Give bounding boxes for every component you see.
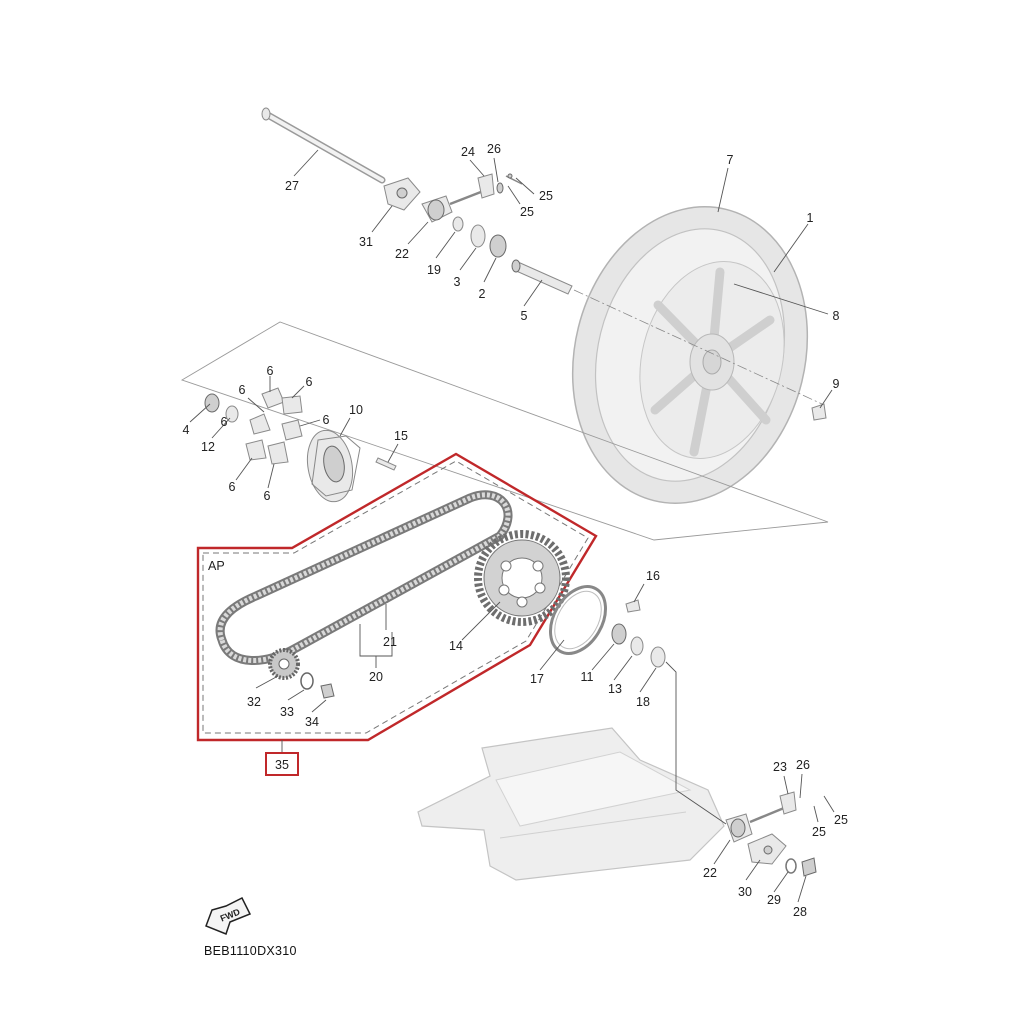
bolt-16[interactable] xyxy=(625,599,641,613)
bearing-11[interactable] xyxy=(611,623,627,645)
callout-15: 15 xyxy=(394,429,408,443)
callout-18: 18 xyxy=(636,695,650,709)
callout-29: 29 xyxy=(767,893,781,907)
callout-3: 3 xyxy=(454,275,461,289)
axle-adjuster-bottom[interactable] xyxy=(725,806,785,843)
valve-9[interactable] xyxy=(811,403,827,421)
callout-28: 28 xyxy=(793,905,807,919)
callout-25: 25 xyxy=(539,189,553,203)
callout-9: 9 xyxy=(833,377,840,391)
bearing-2[interactable] xyxy=(489,234,507,258)
callout-6: 6 xyxy=(221,415,228,429)
callout-6: 6 xyxy=(323,413,330,427)
leader-lines xyxy=(189,149,835,903)
nut-34[interactable] xyxy=(320,683,335,699)
washer-29[interactable] xyxy=(785,858,797,874)
diagram-code: BEB1110DX310 xyxy=(204,944,297,958)
stud-15[interactable] xyxy=(375,457,397,471)
callout-35: 35 xyxy=(275,758,289,772)
rear-sprocket[interactable] xyxy=(474,530,570,626)
callout-30: 30 xyxy=(738,885,752,899)
callout-24: 24 xyxy=(461,145,475,159)
callout-2: 2 xyxy=(479,287,486,301)
callout-27: 27 xyxy=(285,179,299,193)
oil-seal-13[interactable] xyxy=(630,636,644,656)
adjuster-block-top[interactable] xyxy=(477,173,523,199)
callout-26: 26 xyxy=(487,142,501,156)
callout-13: 13 xyxy=(608,682,622,696)
hub-assembly-outline xyxy=(180,321,829,541)
callout-6: 6 xyxy=(264,489,271,503)
collar-5[interactable] xyxy=(511,259,573,295)
callout-34: 34 xyxy=(305,715,319,729)
callout-6: 6 xyxy=(267,364,274,378)
spacer-12[interactable] xyxy=(225,405,239,423)
callout-22: 22 xyxy=(395,247,409,261)
callout-21: 21 xyxy=(383,635,397,649)
sprocket-cover-17[interactable] xyxy=(539,577,617,663)
callout-25: 25 xyxy=(834,813,848,827)
callout-12: 12 xyxy=(201,440,215,454)
callout-23: 23 xyxy=(773,760,787,774)
callout-7: 7 xyxy=(727,153,734,167)
axle-adjuster-top[interactable] xyxy=(421,188,487,223)
oil-seal-3[interactable] xyxy=(470,224,486,248)
callout-8: 8 xyxy=(833,309,840,323)
callout-33: 33 xyxy=(280,705,294,719)
callout-26: 26 xyxy=(796,758,810,772)
callout-1: 1 xyxy=(807,211,814,225)
chain-puller-30[interactable] xyxy=(747,833,787,865)
damper-rubbers[interactable] xyxy=(245,387,303,465)
callout-32: 32 xyxy=(247,695,261,709)
callout-16: 16 xyxy=(646,569,660,583)
callout-25: 25 xyxy=(520,205,534,219)
drive-chain[interactable] xyxy=(215,490,513,665)
callout-22: 22 xyxy=(703,866,717,880)
bearing-4[interactable] xyxy=(204,393,220,413)
callout-17: 17 xyxy=(530,672,544,686)
callout-6: 6 xyxy=(306,375,313,389)
callout-10: 10 xyxy=(349,403,363,417)
callout-6: 6 xyxy=(239,383,246,397)
rear-axle[interactable] xyxy=(261,107,386,184)
axle-centerline xyxy=(573,289,823,405)
drive-sprocket[interactable] xyxy=(268,648,300,680)
callout-20: 20 xyxy=(369,670,383,684)
callout-6: 6 xyxy=(229,480,236,494)
callout-19: 19 xyxy=(427,263,441,277)
collar-18[interactable] xyxy=(650,646,666,668)
kit-label: AP xyxy=(208,559,225,573)
callout-11: 11 xyxy=(581,670,594,684)
rear-wheel[interactable] xyxy=(542,182,838,529)
clutch-hub-10[interactable] xyxy=(302,427,361,506)
callout-numbers: 27 31 22 19 3 2 5 24 26 25 25 7 1 8 9 4 … xyxy=(183,142,848,919)
callout-4: 4 xyxy=(183,423,190,437)
callout-25: 25 xyxy=(812,825,826,839)
lock-washer-33[interactable] xyxy=(300,672,314,690)
callout-31: 31 xyxy=(359,235,373,249)
kit-number-box xyxy=(265,752,299,776)
callout-14: 14 xyxy=(449,639,463,653)
chain-puller-left[interactable] xyxy=(383,177,421,211)
swingarm[interactable] xyxy=(417,727,725,881)
spacer-19[interactable] xyxy=(452,216,464,232)
callout-5: 5 xyxy=(521,309,528,323)
adjuster-block-23[interactable] xyxy=(779,791,797,815)
fwd-arrow-icon: FWD xyxy=(205,896,252,935)
axle-nut-28[interactable] xyxy=(801,857,817,877)
